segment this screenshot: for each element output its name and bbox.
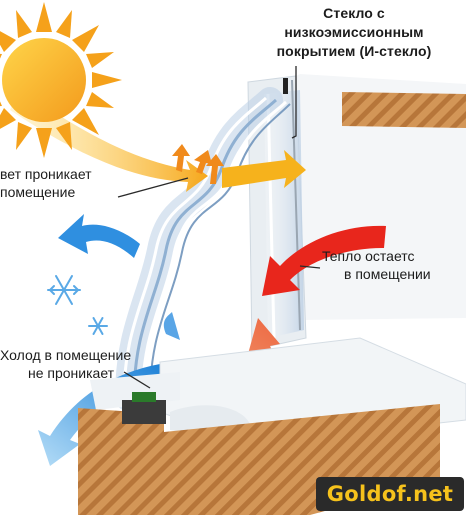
snowflake-icon: [88, 317, 108, 335]
light-ray-arrow: [194, 150, 212, 174]
brick-lintel: [342, 92, 466, 128]
cold-arrows: [38, 214, 180, 466]
light-arrows: [10, 90, 306, 192]
watermark: Goldof.net: [316, 477, 464, 511]
pointer-lines: [117, 66, 321, 389]
pointer-glass: [291, 66, 297, 139]
label-low-e-glass: Стекло с низкоэмиссионным покрытием (И-с…: [276, 5, 432, 59]
label-cold-blocked: Холод в помещение не проникает: [0, 347, 132, 381]
label-heat-stays: Тепло остаетс в помещении: [322, 248, 431, 282]
snowflake-icon: [47, 275, 81, 305]
light-ray-arrow: [172, 144, 190, 172]
watermark-text: Goldof.net: [326, 482, 454, 506]
light-ray-arrow: [206, 154, 224, 184]
label-light-penetrates: вет проникает помещение: [0, 166, 92, 200]
sun-icon: [0, 2, 122, 158]
glass-panes: [115, 87, 291, 411]
